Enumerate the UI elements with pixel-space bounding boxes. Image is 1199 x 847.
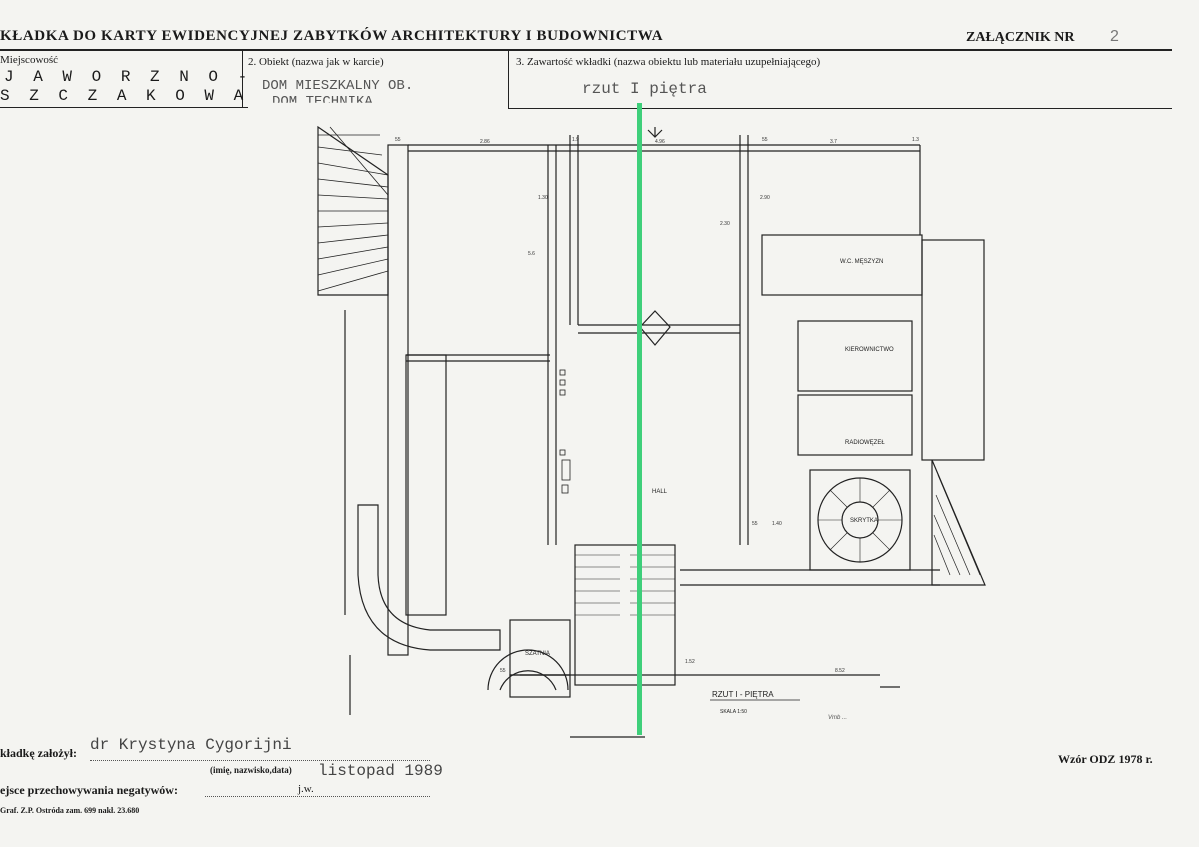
room-label-szatnia: SZATNIA bbox=[525, 651, 550, 657]
dim-label: 55 bbox=[500, 668, 506, 674]
fields-divider-2 bbox=[508, 50, 509, 108]
room-label-hall: HALL bbox=[652, 489, 668, 495]
negatives-label: ejsce przechowywania negatywów: bbox=[0, 783, 178, 797]
dim-label: 1.30 bbox=[538, 195, 548, 201]
dim-label: 8.52 bbox=[835, 668, 845, 674]
fields-bottom-rule-2 bbox=[508, 108, 1172, 109]
dim-label: 4.96 bbox=[655, 139, 665, 145]
object-label: 2. Obiekt (nazwa jak w karcie) bbox=[248, 56, 384, 68]
plan-annotation: Vmb ... bbox=[828, 715, 847, 721]
dim-label: 55 bbox=[762, 137, 768, 143]
room-label-kierownictwo: KIEROWNICTWO bbox=[845, 347, 894, 353]
created-date: listopad 1989 bbox=[318, 762, 443, 780]
annex-label: ZAŁĄCZNIK NR bbox=[966, 30, 1075, 45]
header-rule bbox=[0, 49, 1172, 51]
dim-label: 2.86 bbox=[480, 139, 490, 145]
dim-label: 55 bbox=[752, 521, 758, 527]
document-title: KŁADKA DO KARTY EWIDENCYJNEJ ZABYTKÓW AR… bbox=[0, 28, 664, 44]
object-value-line1: DOM MIESZKALNY OB. bbox=[262, 78, 414, 94]
plan-caption: RZUT I - PIĘTRA bbox=[712, 690, 774, 699]
room-label-wc: W.C. MĘSZYZN bbox=[840, 259, 883, 265]
dim-label: 5.6 bbox=[528, 251, 535, 257]
plan-scale: SKALA 1:50 bbox=[720, 709, 747, 715]
negatives-dotline bbox=[205, 796, 430, 797]
dim-label: 1.52 bbox=[685, 659, 695, 665]
contents-label: 3. Zawartość wkładki (nazwa obiektu lub … bbox=[516, 56, 821, 68]
dim-label: 2.90 bbox=[760, 195, 770, 201]
locality-value-line1: J A W O R Z N O - bbox=[4, 68, 253, 86]
floor-plan-drawing: W.C. MĘSZYZN KIEROWNICTWO RADIOWĘZEŁ HAL… bbox=[317, 125, 986, 738]
printer-info: Graf. Z.P. Ostróda zam. 699 nakł. 23.680 bbox=[0, 806, 140, 815]
created-by-hint: (imię, nazwisko,data) bbox=[210, 765, 292, 775]
room-label-radiowezel: RADIOWĘZEŁ bbox=[845, 440, 885, 446]
created-by-label: kładkę założył: bbox=[0, 746, 77, 760]
annex-number: 2 bbox=[1110, 28, 1119, 45]
form-model: Wzór ODZ 1978 r. bbox=[1058, 752, 1153, 766]
dim-label: 55 bbox=[395, 137, 401, 143]
fields-divider-1 bbox=[242, 50, 243, 108]
dim-label: 1.40 bbox=[772, 521, 782, 527]
locality-label: Miejscowość bbox=[0, 54, 59, 66]
dim-label: 3.7 bbox=[830, 139, 837, 145]
dim-label: 1.9 bbox=[572, 137, 579, 143]
section-marker-line bbox=[637, 103, 642, 735]
room-label-skrytka: SKRYTKA bbox=[850, 518, 878, 524]
contents-value: rzut I piętra bbox=[582, 80, 707, 98]
locality-value-line2: S Z C Z A K O W A bbox=[0, 87, 249, 105]
created-by-value: dr Krystyna Cygorijni bbox=[90, 736, 292, 754]
fields-bottom-rule bbox=[0, 107, 248, 108]
created-by-dotline bbox=[90, 760, 430, 761]
dim-label: 1.3 bbox=[912, 137, 919, 143]
object-value-line2: DOM TECHNIKA bbox=[272, 94, 373, 110]
negatives-value: j.w. bbox=[298, 783, 314, 795]
dim-label: 2.30 bbox=[720, 221, 730, 227]
